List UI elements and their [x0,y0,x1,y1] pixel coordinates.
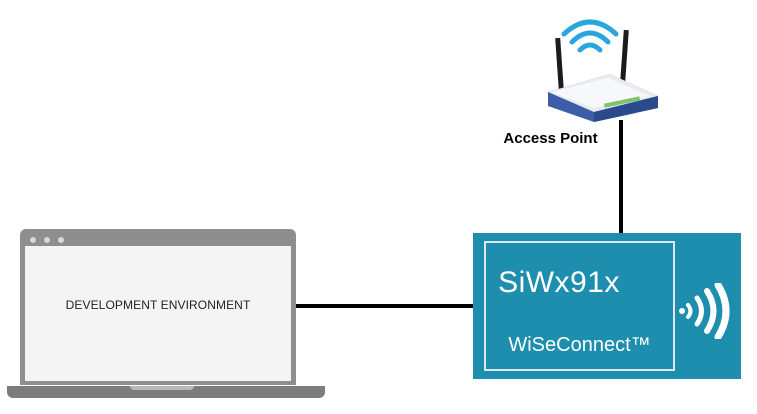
module-inner-frame [484,241,675,371]
module-brand: WiSeConnect™ [508,334,651,356]
laptop-base [7,386,325,398]
laptop-hinge-notch [130,386,194,390]
laptop-module-connector [296,304,474,308]
window-dot [30,237,36,243]
laptop-display [25,246,291,381]
wireless-waves-icon [679,283,730,339]
siwx91x-module [473,233,741,379]
wifi-signal-icon [561,19,619,53]
access-point-label: Access Point [503,130,598,147]
window-dot [58,237,64,243]
window-dot [44,237,50,243]
development-environment-label: DEVELOPMENT ENVIRONMENT [65,298,251,312]
access-point-module-connector [619,120,623,234]
module-name: SiWx91x [498,266,620,299]
router-icon [548,19,658,122]
